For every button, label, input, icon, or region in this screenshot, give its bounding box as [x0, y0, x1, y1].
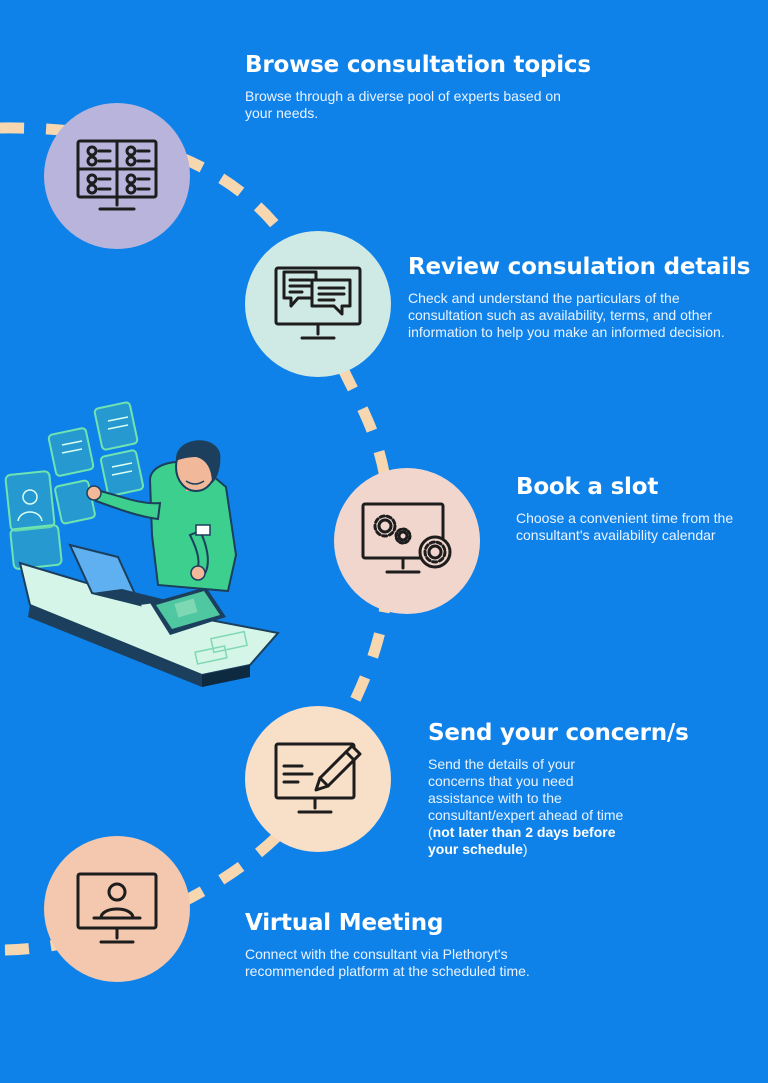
step-3-circle	[334, 468, 480, 614]
monitor-pencil-icon	[274, 742, 362, 814]
monitor-chat-icon	[274, 266, 362, 340]
step-4-description: Send the details of your concerns that y…	[428, 756, 633, 858]
monitor-gears-icon	[361, 502, 452, 574]
monitor-person-icon	[76, 872, 158, 944]
step-4-text: Send your concern/s Send the details of …	[428, 720, 728, 858]
step-1-text: Browse consultation topics Browse throug…	[245, 52, 591, 122]
step-2-text: Review consulation details Check and und…	[408, 254, 751, 341]
monitor-grid-icon	[76, 139, 158, 211]
step-4-description-suffix: )	[522, 841, 528, 857]
step-3-description: Choose a convenient time from the consul…	[516, 510, 734, 543]
step-5-description: Connect with the consultant via Plethory…	[245, 946, 530, 979]
step-4-description-prefix: Send the details of your concerns that y…	[428, 756, 624, 840]
step-5-text: Virtual Meeting Connect with the consult…	[245, 910, 535, 980]
person-at-desk-with-holographic-screens-icon	[4, 401, 280, 687]
step-1-description: Browse through a diverse pool of experts…	[245, 88, 561, 121]
step-3-text: Book a slot Choose a convenient time fro…	[516, 474, 736, 544]
step-4-circle	[245, 706, 391, 852]
step-2-title: Review consulation details	[408, 254, 751, 280]
step-3-title: Book a slot	[516, 474, 659, 500]
step-5-title: Virtual Meeting	[245, 910, 444, 936]
step-1-title: Browse consultation topics	[245, 52, 591, 78]
step-1-circle	[44, 103, 190, 249]
step-2-description: Check and understand the particulars of …	[408, 290, 725, 340]
step-2-circle	[245, 231, 391, 377]
step-4-description-bold: not later than 2 days before your schedu…	[428, 824, 616, 857]
step-5-circle	[44, 836, 190, 982]
step-4-title: Send your concern/s	[428, 720, 689, 746]
